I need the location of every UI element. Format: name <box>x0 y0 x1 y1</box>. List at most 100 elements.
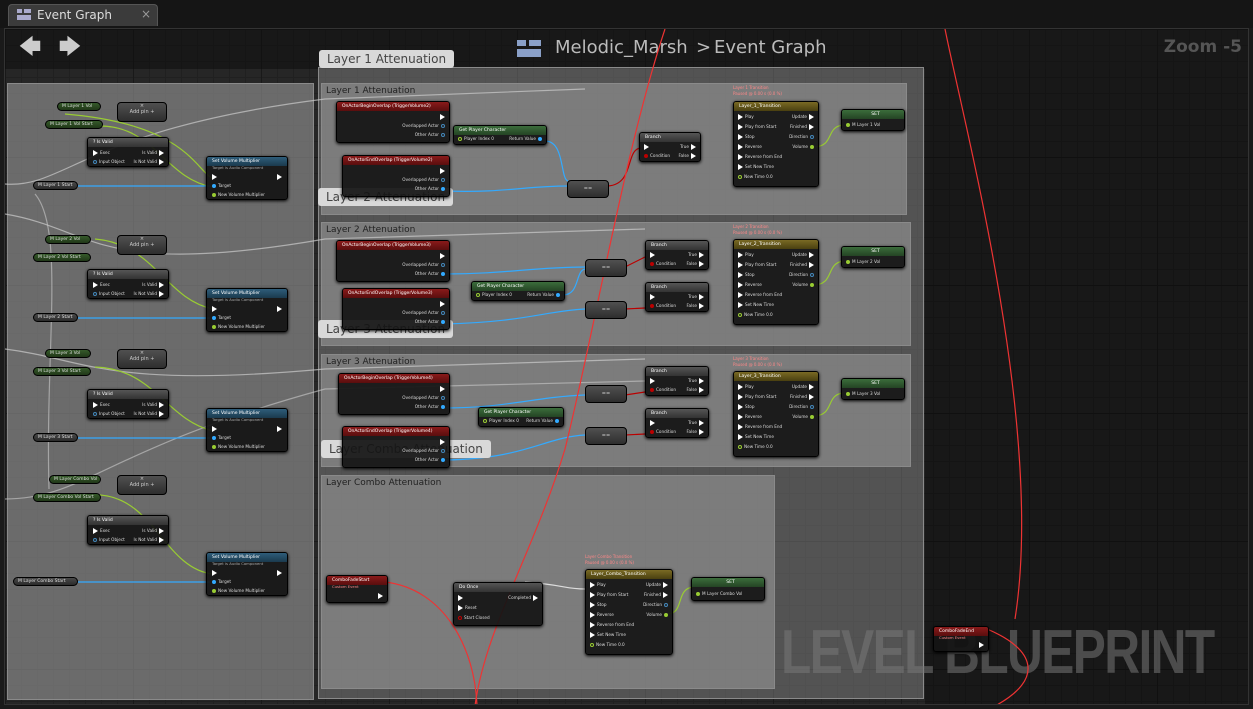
pin-exec-out[interactable] <box>438 301 447 307</box>
pin-new-time[interactable]: New Time 0.0 <box>736 444 773 449</box>
pin-stop[interactable]: Stop <box>588 602 607 608</box>
on-end-overlap-node[interactable]: OnActorEndOverlap (TriggerVolume2)Overla… <box>342 155 450 197</box>
var-layer2-start[interactable]: M Layer 2 Start <box>33 313 78 322</box>
pin-finished[interactable]: Finished <box>790 124 816 130</box>
pin-overlapped[interactable]: Overlapped Actor <box>402 262 447 267</box>
pin-player-index[interactable]: Player Index 0 <box>481 418 519 423</box>
equal-node[interactable]: == <box>585 259 627 277</box>
var-layer3-start[interactable]: M Layer 3 Start <box>33 433 78 442</box>
equal-node[interactable]: == <box>585 301 627 319</box>
pin-is-not-valid[interactable]: Is Not Valid <box>133 411 166 417</box>
pin-exec-in[interactable] <box>648 378 657 384</box>
pin-input-object[interactable]: Input Object <box>91 537 125 542</box>
pin-exec-in[interactable] <box>456 595 465 601</box>
close-icon[interactable]: × <box>140 7 151 21</box>
var-layer1-start[interactable]: M Layer 1 Start <box>33 181 78 190</box>
pin-other[interactable]: Other Actor <box>415 271 447 276</box>
pin-play[interactable]: Play <box>736 114 754 120</box>
pin-is-valid[interactable]: Is Valid <box>142 282 166 288</box>
var-layer3-vol[interactable]: M Layer 3 Vol <box>45 349 91 358</box>
pin-overlapped[interactable]: Overlapped Actor <box>402 310 447 315</box>
pin-var[interactable]: M Layer 1 Vol <box>844 122 880 127</box>
pin-condition[interactable]: Condition <box>648 429 676 434</box>
pin-is-valid[interactable]: Is Valid <box>142 150 166 156</box>
pin-new-volume[interactable]: New Volume Multiplier <box>210 444 265 449</box>
equal-node[interactable]: == <box>567 180 609 198</box>
pin-true[interactable]: True <box>688 378 706 384</box>
pin-false[interactable]: False <box>686 303 706 309</box>
pin-set-new-time[interactable]: Set New Time <box>736 164 774 170</box>
pin-volume[interactable]: Volume <box>792 414 816 419</box>
pin-input-object[interactable]: Input Object <box>91 159 125 164</box>
pin-other[interactable]: Other Actor <box>415 132 447 137</box>
pin-exec-out[interactable] <box>438 439 447 445</box>
pin-overlapped[interactable]: Overlapped Actor <box>402 123 447 128</box>
pin-exec-out[interactable] <box>438 168 447 174</box>
pin-finished[interactable]: Finished <box>644 592 670 598</box>
pin-stop[interactable]: Stop <box>736 134 755 140</box>
pin-false[interactable]: False <box>686 261 706 267</box>
pin-reverse[interactable]: Reverse <box>588 612 614 618</box>
pin-target[interactable]: Target <box>210 183 231 188</box>
pin-update[interactable]: Update <box>646 582 670 588</box>
pin-var[interactable]: M Layer Combo Vol <box>694 591 742 596</box>
pin-condition[interactable]: Condition <box>648 303 676 308</box>
pin-reset[interactable]: Reset <box>456 605 477 611</box>
pin-other[interactable]: Other Actor <box>415 186 447 191</box>
equal-node[interactable]: == <box>585 427 627 445</box>
pin-true[interactable]: True <box>688 420 706 426</box>
add-pin-button[interactable]: Add pin + <box>129 109 155 115</box>
pin-new-volume[interactable]: New Volume Multiplier <box>210 324 265 329</box>
equal-node[interactable]: == <box>585 385 627 403</box>
pin-update[interactable]: Update <box>792 252 816 258</box>
forward-arrow-icon[interactable]: 🡆 <box>58 35 82 60</box>
pin-new-time[interactable]: New Time 0.0 <box>736 174 773 179</box>
add-node[interactable]: ×Add pin + <box>117 475 167 495</box>
add-pin-button[interactable]: Add pin + <box>129 242 155 248</box>
tab-event-graph[interactable]: Event Graph × <box>8 4 158 26</box>
pin-completed[interactable]: Completed <box>508 595 540 601</box>
pin-start-closed[interactable]: Start Closed <box>456 615 490 620</box>
pin-play[interactable]: Play <box>736 252 754 258</box>
on-begin-overlap-node[interactable]: OnActorBeginOverlap (TriggerVolume4)Over… <box>338 373 450 415</box>
pin-new-volume[interactable]: New Volume Multiplier <box>210 588 265 593</box>
pin-play[interactable]: Play <box>588 582 606 588</box>
pin-exec-out[interactable] <box>275 570 284 576</box>
pin-finished[interactable]: Finished <box>790 262 816 268</box>
add-node[interactable]: ×Add pin + <box>117 102 167 122</box>
pin-reverse[interactable]: Reverse <box>736 282 762 288</box>
pin-exec-out[interactable] <box>438 253 447 259</box>
pin-false[interactable]: False <box>686 387 706 393</box>
pin-reverse-from-end[interactable]: Reverse from End <box>736 154 782 160</box>
pin-player-index[interactable]: Player Index 0 <box>456 136 494 141</box>
pin-other[interactable]: Other Actor <box>415 319 447 324</box>
pin-exec-out[interactable] <box>275 174 284 180</box>
pin-input-object[interactable]: Input Object <box>91 411 125 416</box>
add-pin-button[interactable]: Add pin + <box>129 356 155 362</box>
var-layer1-volstart[interactable]: M Layer 1 Vol Start <box>45 120 103 129</box>
var-layer1-vol[interactable]: M Layer 1 Vol <box>57 102 101 111</box>
pin-exec-in[interactable] <box>210 426 219 432</box>
pin-stop[interactable]: Stop <box>736 404 755 410</box>
pin-exec-out[interactable] <box>438 386 447 392</box>
pin-true[interactable]: True <box>688 252 706 258</box>
pin-var[interactable]: M Layer 3 Vol <box>844 391 880 396</box>
var-layer3-volstart[interactable]: M Layer 3 Vol Start <box>33 367 91 376</box>
pin-play-from-start[interactable]: Play from Start <box>736 394 776 400</box>
pin-true[interactable]: True <box>688 294 706 300</box>
back-arrow-icon[interactable]: 🡄 <box>18 35 42 60</box>
